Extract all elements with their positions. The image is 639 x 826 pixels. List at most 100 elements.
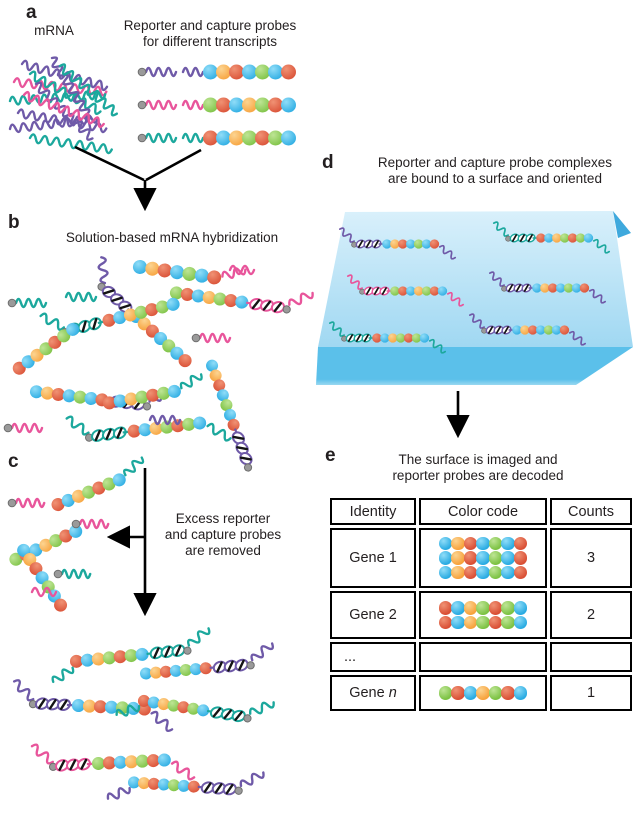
panel-a-label: a — [26, 2, 37, 23]
strand-squiggle — [239, 771, 265, 788]
reporter-bead-chain — [102, 384, 181, 410]
green-dot — [488, 536, 503, 551]
reporter-bead-chain — [169, 286, 249, 309]
capture-probe-squiggle — [137, 66, 178, 78]
panel-c-label: c — [8, 451, 19, 472]
capture-probe-squiggle — [7, 497, 46, 509]
dna-helix — [485, 325, 512, 335]
probe-complex — [338, 227, 457, 260]
strand-squiggle — [30, 586, 58, 598]
dna-helix — [505, 283, 532, 293]
probe-complex — [9, 524, 83, 566]
dna-helix — [209, 706, 246, 723]
identity-cell: Gene n — [330, 675, 416, 711]
strand-squiggle — [22, 90, 105, 129]
dna-helix — [212, 658, 249, 674]
counts-cell: 2 — [550, 591, 632, 639]
red-dot — [488, 615, 503, 629]
strand-squiggle — [468, 313, 486, 329]
red-dot — [438, 601, 453, 615]
strand-squiggle — [148, 414, 182, 426]
probe-complex — [488, 271, 607, 304]
probe-complex — [65, 415, 232, 442]
orange-dot — [451, 551, 465, 565]
red-dot — [451, 686, 465, 700]
strand-squiggle — [8, 114, 99, 134]
table-row: ... — [330, 642, 632, 672]
strand-squiggle — [115, 704, 141, 717]
blue-dot — [463, 686, 478, 700]
color-code-dot-row — [438, 536, 528, 551]
strand-squiggle — [221, 267, 247, 279]
reporter-bead-chain — [203, 97, 296, 113]
panel-d-caption: Reporter and capture probe complexes are… — [377, 155, 613, 186]
reporter-bead-chain — [17, 543, 68, 612]
dna-helix — [34, 697, 71, 711]
reporter-bead-chain — [203, 64, 296, 80]
strand-squiggle — [492, 221, 510, 237]
red-dot — [438, 615, 453, 629]
counts-cell — [550, 642, 632, 672]
strand-squiggle — [206, 422, 232, 442]
reporter-bead-chain — [536, 233, 594, 243]
identity-cell: Gene 2 — [330, 591, 416, 639]
green-dot — [501, 615, 515, 629]
strand-squiggle — [51, 666, 75, 684]
blue-dot — [513, 615, 528, 629]
dna-helix — [101, 285, 133, 313]
strand-squiggle — [34, 81, 94, 141]
color-code-dot-row — [438, 551, 528, 565]
color-code-dot-row — [438, 565, 528, 580]
dna-helix — [55, 757, 91, 772]
dna-helix — [249, 297, 286, 314]
color-code-dot-row — [438, 601, 528, 615]
capture-probe-squiggle — [53, 568, 92, 580]
red-dot — [463, 565, 478, 580]
reporter-bead-chain — [382, 239, 440, 249]
probe-complex — [51, 627, 211, 684]
probe-row — [137, 97, 296, 113]
reporter-bead-chain — [51, 473, 126, 512]
blue-dot — [438, 536, 453, 551]
green-dot — [488, 686, 503, 700]
strand-squiggle — [488, 271, 506, 287]
probe-complex — [30, 743, 196, 781]
green-dot — [488, 551, 503, 565]
red-dot — [488, 601, 503, 615]
blue-dot — [476, 565, 490, 580]
reporter-bead-chain — [372, 333, 430, 343]
reporter-bead-chain — [203, 130, 296, 146]
strand-squiggle — [181, 99, 205, 111]
strand-squiggle — [58, 63, 119, 117]
reporter-bead-chain — [512, 325, 570, 335]
reporter-bead-chain — [102, 297, 180, 327]
color-code-cell — [419, 642, 547, 672]
blue-dot — [513, 601, 528, 615]
strand-squiggle — [39, 312, 66, 331]
strand-squiggle — [28, 133, 113, 155]
hybridization-mixture — [3, 256, 314, 472]
reporter-bead-chain — [69, 647, 149, 668]
reporter-bead-chain — [139, 662, 212, 680]
strand-squiggle — [64, 291, 98, 303]
capture-probe-squiggle — [191, 332, 232, 344]
dna-helix — [91, 426, 127, 442]
dna-helix — [345, 333, 372, 343]
green-dot — [476, 615, 490, 629]
flow-arrows — [74, 145, 470, 617]
strand-squiggle — [346, 274, 364, 290]
panel-e-label: e — [325, 445, 336, 466]
counts-cell: 1 — [550, 675, 632, 711]
probe-rows — [137, 64, 296, 146]
green-dot — [476, 601, 490, 615]
probe-complex — [328, 321, 447, 354]
color-code-cell — [419, 528, 547, 588]
strand-squiggle — [250, 642, 275, 662]
orange-dot — [463, 601, 478, 615]
capture-probe-squiggle — [7, 297, 48, 309]
blue-dot — [438, 551, 453, 565]
